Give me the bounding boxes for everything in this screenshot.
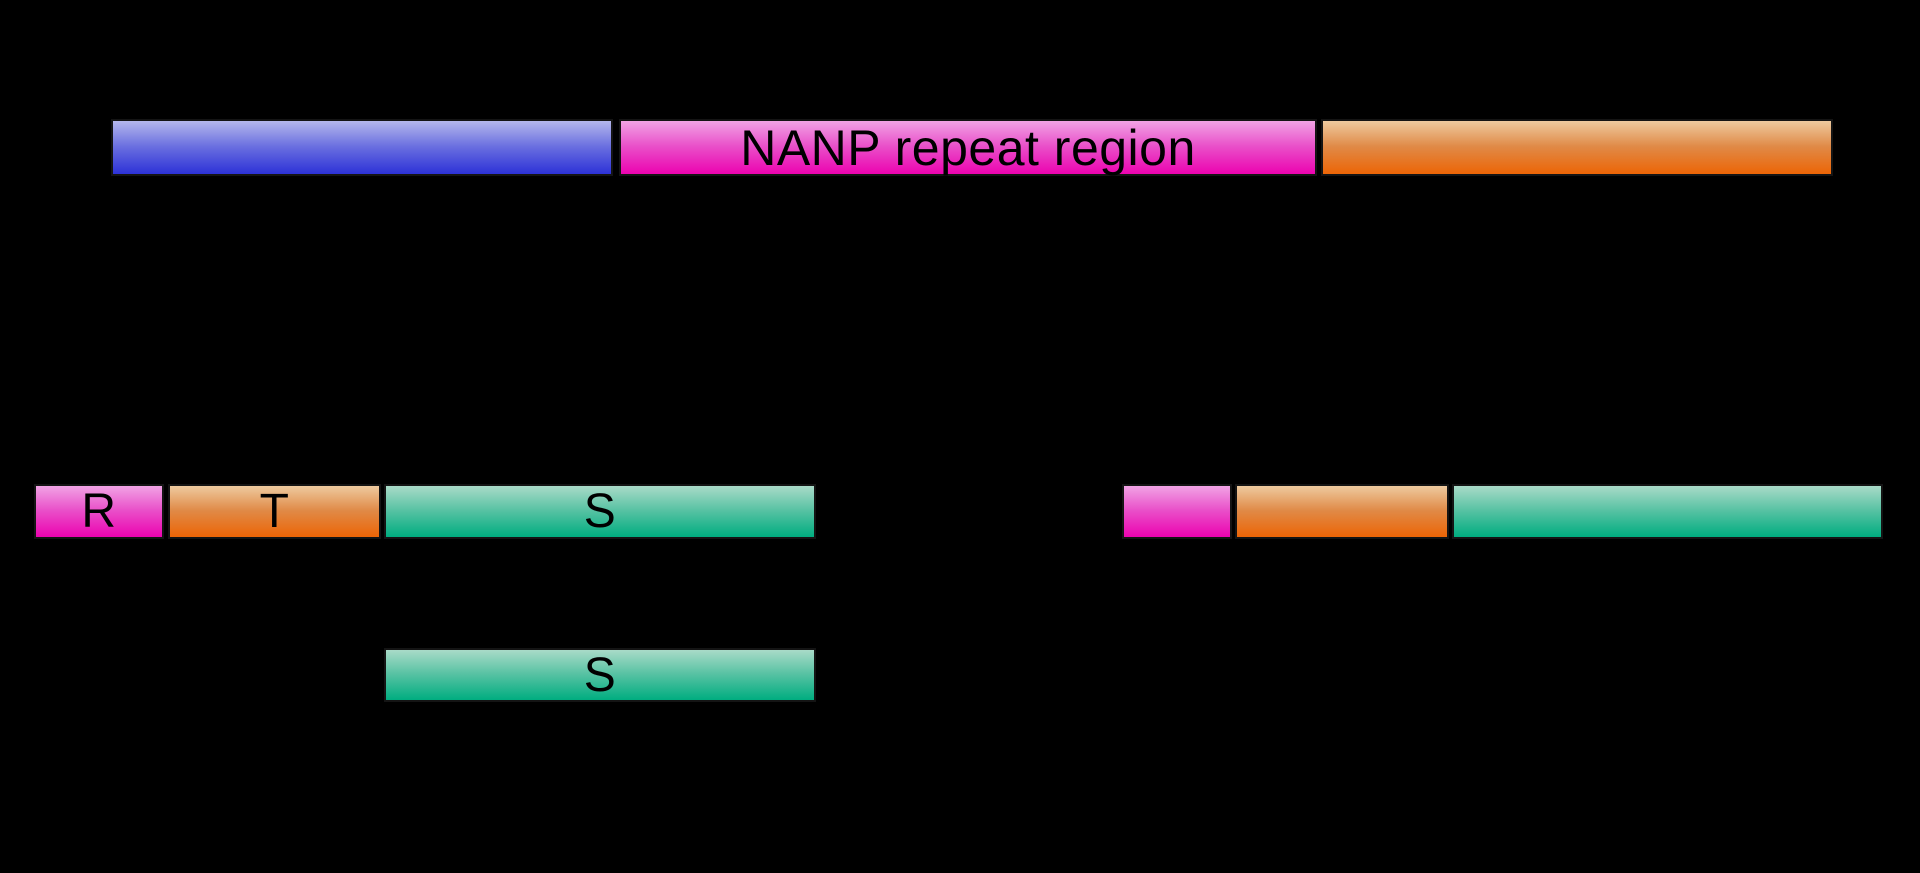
r-segment-label: R [81,485,117,538]
n-terminal-segment [111,119,613,176]
s-segment-label: S [583,485,617,538]
nanp-repeat-segment: NANP repeat region [619,119,1317,176]
c-terminal-segment [1321,119,1833,176]
free-s-segment-label: S [583,648,617,702]
nanp-repeat-label: NANP repeat region [740,119,1196,176]
t-segment: T [168,484,381,539]
right-orange-segment [1235,484,1449,539]
free-s-segment: S [384,648,816,702]
t-segment-label: T [259,485,290,538]
right-teal-segment [1452,484,1883,539]
r-segment: R [34,484,164,539]
right-magenta-segment [1122,484,1232,539]
s-segment: S [384,484,816,539]
